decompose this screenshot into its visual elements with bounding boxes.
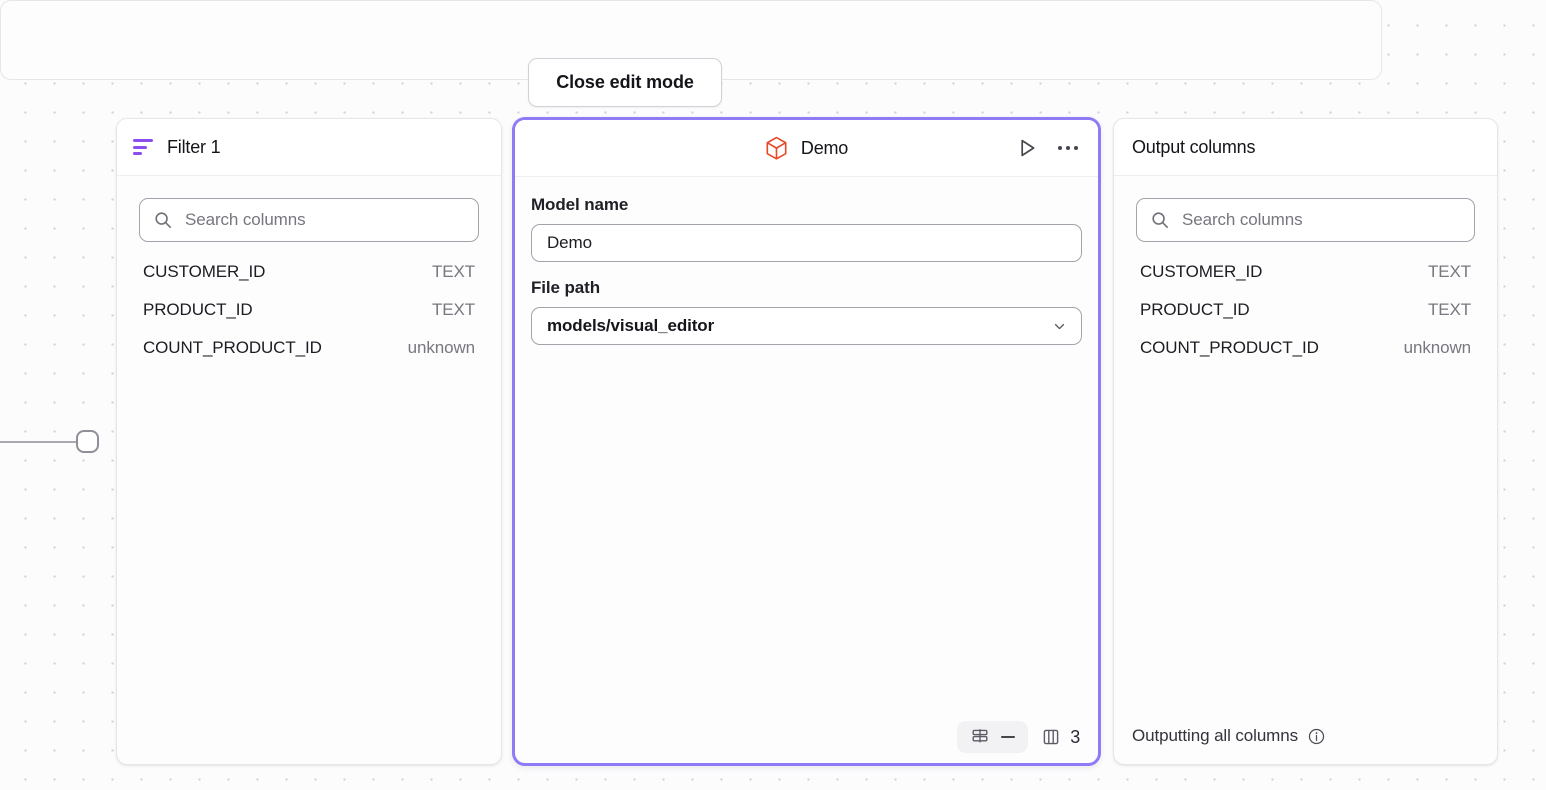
demo-model-node[interactable]: Demo Model name File path models/visual_…	[512, 117, 1101, 766]
more-options-button[interactable]	[1055, 137, 1081, 159]
run-model-button[interactable]	[1017, 137, 1038, 159]
column-type: TEXT	[1427, 300, 1471, 319]
column-name: COUNT_PRODUCT_ID	[1140, 338, 1319, 357]
edge-line	[0, 441, 78, 443]
ellipsis-icon	[1055, 137, 1081, 159]
demo-title-group: Demo	[765, 136, 848, 161]
output-search-placeholder: Search columns	[1182, 210, 1303, 229]
column-name: COUNT_PRODUCT_ID	[143, 338, 322, 357]
demo-node-body: Model name File path models/visual_edito…	[515, 177, 1098, 763]
cube-icon	[766, 136, 787, 160]
output-search-input[interactable]: Search columns	[1136, 198, 1475, 242]
file-path-label: File path	[531, 278, 600, 297]
row-count-value	[1001, 735, 1016, 739]
filter-node-header: Filter 1	[117, 119, 501, 176]
table-row[interactable]: PRODUCT_ID TEXT	[133, 300, 485, 338]
play-icon	[1021, 139, 1035, 157]
filter-search-input[interactable]: Search columns	[139, 198, 479, 242]
filter-search-placeholder: Search columns	[185, 210, 306, 229]
demo-form: Model name File path models/visual_edito…	[515, 177, 1098, 345]
columns-icon	[1043, 729, 1059, 745]
table-row[interactable]: CUSTOMER_ID TEXT	[133, 262, 485, 300]
output-footer-text: Outputting all columns	[1132, 726, 1298, 745]
demo-node-actions	[1017, 120, 1081, 176]
model-name-field[interactable]	[531, 224, 1082, 262]
table-row[interactable]: CUSTOMER_ID TEXT	[1130, 262, 1481, 300]
demo-node-stats: 3	[957, 721, 1086, 753]
rows-icon	[972, 729, 988, 743]
output-node-title: Output columns	[1132, 136, 1256, 157]
file-path-value: models/visual_editor	[547, 316, 715, 335]
file-path-select[interactable]: models/visual_editor	[531, 307, 1082, 345]
search-icon	[155, 212, 172, 229]
column-name: PRODUCT_ID	[143, 300, 253, 319]
filter-node[interactable]: Filter 1 Search columns CUSTOMER_ID TEXT…	[116, 118, 502, 765]
column-type: unknown	[407, 338, 475, 357]
demo-node-title: Demo	[800, 137, 849, 158]
column-name: CUSTOMER_ID	[1140, 262, 1263, 281]
output-node-header: Output columns	[1114, 119, 1497, 176]
table-row[interactable]: COUNT_PRODUCT_ID unknown	[133, 338, 485, 376]
column-count-group[interactable]: 3	[1041, 727, 1086, 748]
filter-icon	[133, 139, 153, 155]
column-type: unknown	[1403, 338, 1471, 357]
filter-column-list: CUSTOMER_ID TEXT PRODUCT_ID TEXT COUNT_P…	[117, 262, 501, 376]
search-icon	[1152, 212, 1169, 229]
column-name: CUSTOMER_ID	[143, 262, 266, 281]
column-count-value: 3	[1070, 726, 1080, 747]
demo-node-header: Demo	[515, 120, 1098, 177]
info-icon[interactable]	[1307, 727, 1326, 746]
output-columns-node[interactable]: Output columns Search columns CUSTOMER_I…	[1113, 118, 1498, 765]
table-row[interactable]: PRODUCT_ID TEXT	[1130, 300, 1481, 338]
output-footer: Outputting all columns	[1114, 708, 1497, 764]
output-node-body: Search columns CUSTOMER_ID TEXT PRODUCT_…	[1114, 176, 1497, 764]
connector-handle[interactable]	[76, 430, 99, 453]
connector-edge	[0, 430, 104, 454]
filter-node-body: Search columns CUSTOMER_ID TEXT PRODUCT_…	[117, 176, 501, 764]
column-name: PRODUCT_ID	[1140, 300, 1250, 319]
column-type: TEXT	[1427, 262, 1471, 281]
column-type: TEXT	[431, 300, 475, 319]
column-type: TEXT	[431, 262, 475, 281]
model-name-label: Model name	[531, 195, 629, 214]
table-row[interactable]: COUNT_PRODUCT_ID unknown	[1130, 338, 1481, 376]
row-count-pill[interactable]	[957, 721, 1029, 753]
chevron-down-icon	[1054, 323, 1065, 329]
output-column-list: CUSTOMER_ID TEXT PRODUCT_ID TEXT COUNT_P…	[1114, 262, 1497, 376]
close-edit-mode-button[interactable]: Close edit mode	[528, 58, 722, 107]
filter-node-title: Filter 1	[167, 136, 221, 157]
